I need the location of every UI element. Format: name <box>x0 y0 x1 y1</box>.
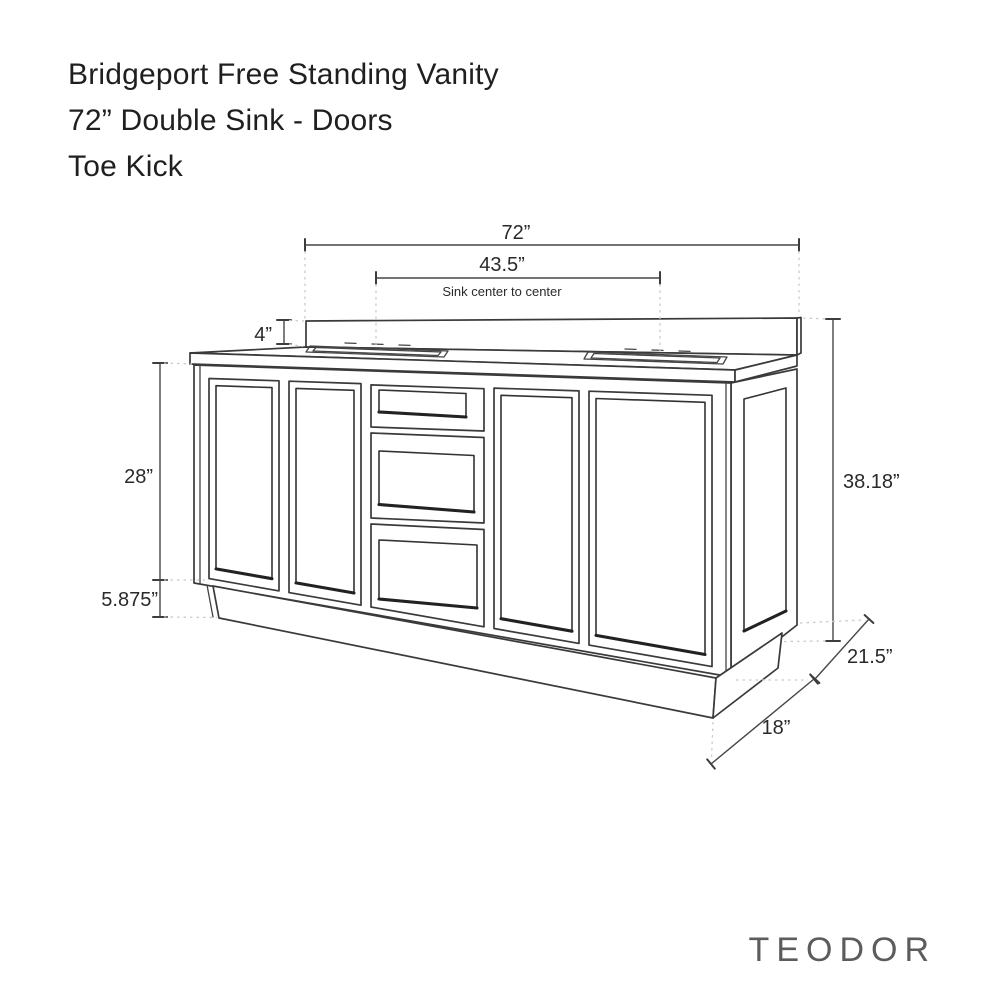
dimension-toe-kick-depth-label: 18” <box>762 717 791 739</box>
faucet-holes-right <box>624 348 691 353</box>
title-line-3: Toe Kick <box>68 150 183 183</box>
dimension-overall-height: 38.18” <box>783 317 900 643</box>
dimension-door-height-label: 28” <box>124 466 153 488</box>
door-4 <box>588 390 713 668</box>
faucet-holes-left <box>344 342 411 347</box>
dimension-sink-spacing-note: Sink center to center <box>442 284 562 299</box>
sink-cutout-right <box>583 351 728 365</box>
door-3 <box>493 387 580 645</box>
brand-logo: TEODOR <box>748 931 936 969</box>
cabinet-side-panel <box>730 368 798 678</box>
dimension-cabinet-depth-label: 21.5” <box>847 646 893 668</box>
door-1 <box>208 377 280 592</box>
dimension-door-height: 28” <box>124 362 205 581</box>
dimension-toe-kick-height: 5.875” <box>101 579 218 619</box>
dimension-toe-kick-height-label: 5.875” <box>101 589 158 611</box>
drawer-2 <box>370 432 485 524</box>
door-2 <box>288 380 362 607</box>
title-line-1: Bridgeport Free Standing Vanity <box>68 58 499 91</box>
dimension-sink-spacing-label: 43.5” <box>479 254 525 276</box>
dimension-cabinet-depth: 21.5” <box>799 614 893 684</box>
vanity-drawing <box>189 316 802 719</box>
dimension-overall-width-label: 72” <box>502 222 531 244</box>
dimension-backsplash-height-label: 4” <box>254 324 272 346</box>
toe-kick <box>206 584 783 719</box>
dimension-backsplash-height: 4” <box>254 319 305 348</box>
dimension-overall-height-label: 38.18” <box>843 471 900 493</box>
sink-cutout-left <box>305 345 449 358</box>
drawer-3 <box>370 523 485 628</box>
dimension-sink-spacing: 43.5” Sink center to center <box>375 254 661 351</box>
page-title: Bridgeport Free Standing Vanity 72” Doub… <box>68 52 499 190</box>
dimension-toe-kick-depth: 18” <box>706 673 819 770</box>
dimension-overall-width: 72” <box>304 222 800 319</box>
title-line-2: 72” Double Sink - Doors <box>68 104 393 137</box>
dimensions: 72” 43.5” Sink center to center 4” <box>101 222 900 770</box>
drawer-stack <box>370 384 485 628</box>
drawer-1 <box>370 384 485 432</box>
